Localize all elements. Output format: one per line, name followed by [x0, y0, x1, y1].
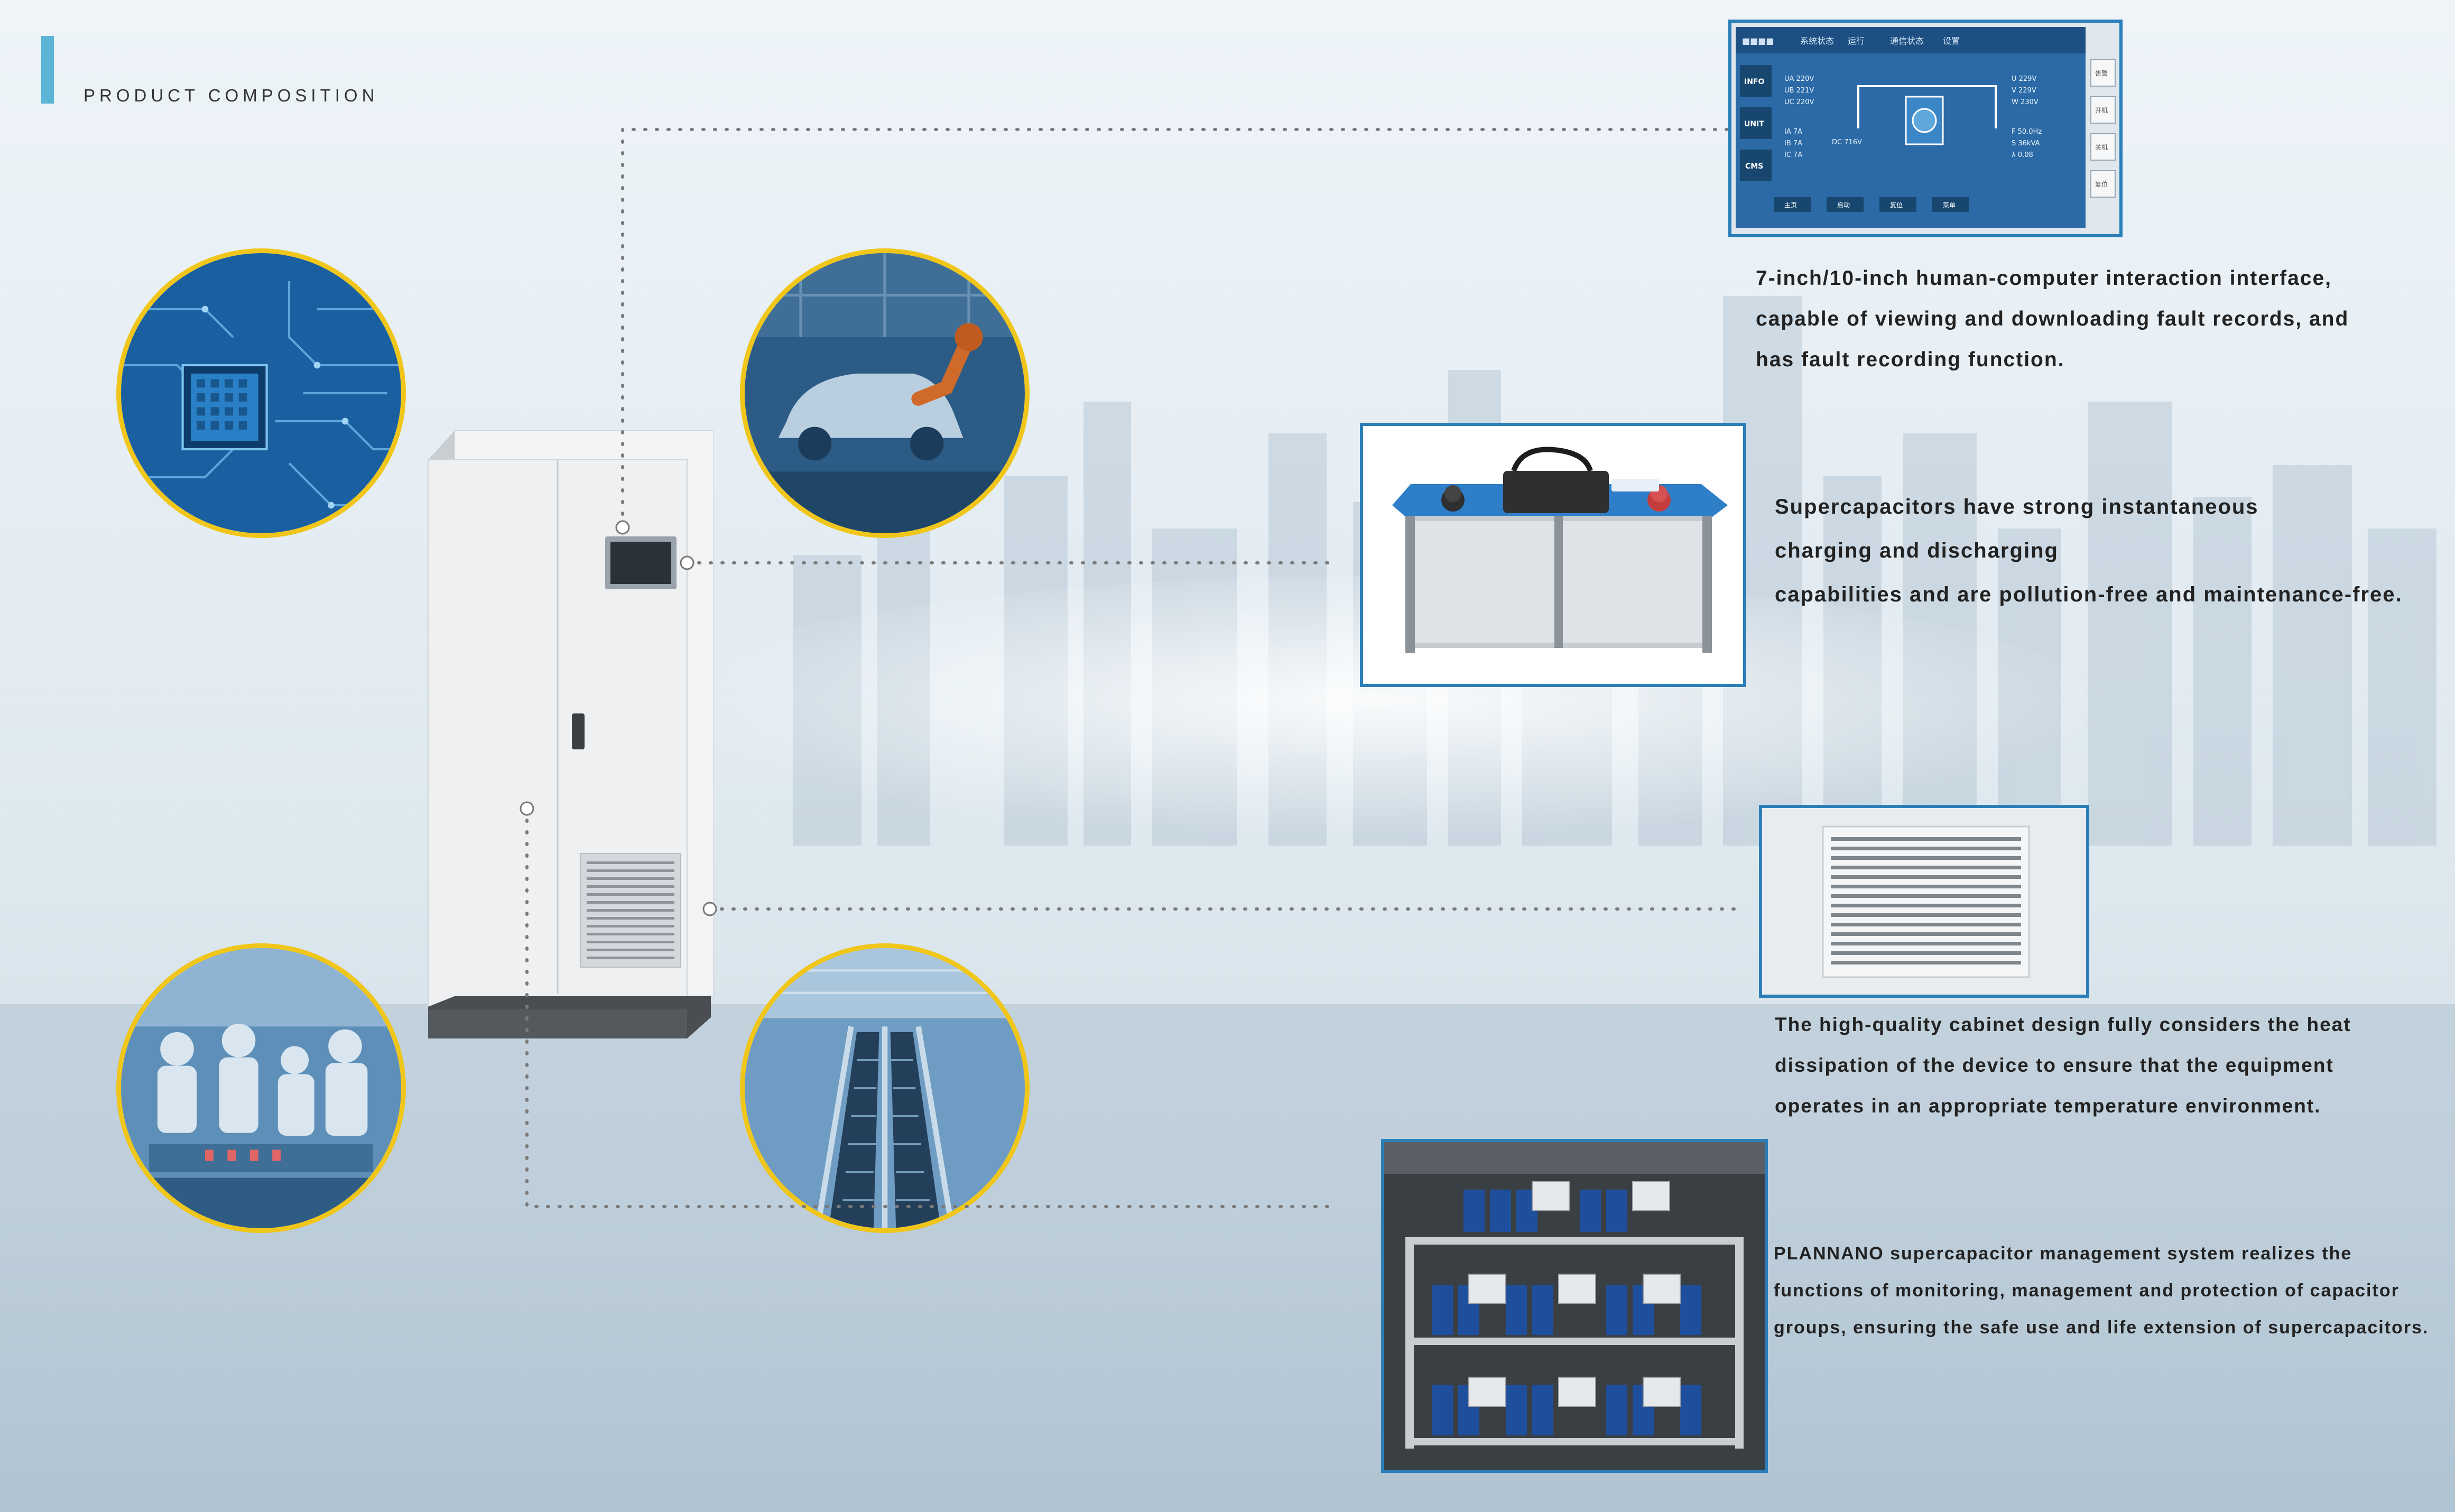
hmi-bottom-2[interactable]: 复位	[1890, 201, 1903, 209]
car-factory-robot-circle	[740, 248, 1030, 538]
hmi-nav-2[interactable]: 通信状态	[1890, 36, 1924, 46]
hmi-reading-ia: IA 7A	[1784, 128, 1802, 136]
capacitor-rack-image	[1381, 1139, 1768, 1473]
feature-hmi-line: has fault recording function.	[1756, 348, 2065, 371]
hmi-reading-f: F 50.0Hz	[2012, 128, 2042, 136]
feature-supercapacitor-line: capabilities and are pollution-free and …	[1775, 583, 2403, 606]
hmi-side-info[interactable]: INFO	[1744, 78, 1764, 86]
hmi-side-btn-3[interactable]: 复位	[2095, 180, 2108, 188]
escalator-circle	[740, 943, 1030, 1233]
feature-hmi-description: 7-inch/10-inch human-computer interactio…	[1756, 258, 2349, 380]
hmi-reading-dc: DC 716V	[1832, 138, 1862, 146]
hmi-bottom-0[interactable]: 主页	[1784, 201, 1797, 209]
header-accent-bar	[41, 36, 54, 104]
hmi-reading-ua: UA 220V	[1784, 75, 1814, 83]
supercapacitor-cabinet	[428, 430, 714, 1038]
hmi-reading-s: S 36kVA	[2012, 140, 2040, 147]
hmi-nav-0[interactable]: 系统状态	[1800, 36, 1834, 46]
hmi-bottom-1[interactable]: 启动	[1837, 201, 1850, 209]
feature-cabinet-line: The high-quality cabinet design fully co…	[1775, 1014, 2351, 1035]
hmi-side-cms[interactable]: CMS	[1745, 162, 1763, 171]
hmi-reading-uc: UC 220V	[1784, 98, 1814, 106]
hmi-reading-v: V 229V	[2012, 87, 2036, 95]
feature-management-line: functions of monitoring, management and …	[1774, 1281, 2400, 1301]
hmi-screen-image: ■■■■ 系统状态 运行 通信状态 设置 INFO UNIT CMS UA 22…	[1728, 20, 2123, 237]
hmi-reading-ic: IC 7A	[1784, 151, 1802, 159]
hmi-reading-w: W 230V	[2012, 98, 2039, 106]
hmi-reading-ub: UB 221V	[1784, 87, 1814, 95]
feature-hmi-line: capable of viewing and downloading fault…	[1756, 308, 2349, 330]
supercapacitor-module-image	[1360, 423, 1746, 687]
hmi-converter-icon	[1912, 108, 1937, 133]
feature-management-line: groups, ensuring the safe use and life e…	[1774, 1318, 2429, 1338]
cabinet-vent-image	[1759, 805, 2089, 998]
hmi-side-btn-2[interactable]: 关机	[2095, 144, 2108, 151]
hmi-bottom-3[interactable]: 菜单	[1943, 201, 1956, 209]
feature-hmi-line: 7-inch/10-inch human-computer interactio…	[1756, 267, 2332, 290]
hmi-side-unit[interactable]: UNIT	[1744, 120, 1764, 128]
circuit-board-circle	[116, 248, 406, 538]
hmi-side-btn-0[interactable]: 告警	[2095, 69, 2108, 77]
feature-management-system-description: PLANNANO supercapacitor management syste…	[1774, 1235, 2429, 1346]
hmi-side-btn-1[interactable]: 开机	[2095, 107, 2108, 114]
feature-cabinet-line: dissipation of the device to ensure that…	[1775, 1054, 2334, 1076]
feature-cabinet-description: The high-quality cabinet design fully co…	[1775, 1004, 2351, 1126]
hmi-nav-3[interactable]: 设置	[1943, 36, 1960, 46]
feature-cabinet-line: operates in an appropriate temperature e…	[1775, 1095, 2321, 1117]
hmi-flow-diagram	[1857, 85, 1997, 128]
hmi-reading-lambda: λ 0.08	[2012, 151, 2033, 159]
feature-supercapacitor-line: charging and discharging	[1775, 539, 2059, 562]
hmi-logo-text: ■■■■	[1742, 36, 1774, 46]
feature-supercapacitor-description: Supercapacitors have strong instantaneou…	[1775, 485, 2403, 617]
hmi-reading-u: U 229V	[2012, 75, 2036, 83]
feature-management-line: PLANNANO supercapacitor management syste…	[1774, 1244, 2352, 1264]
hmi-nav-1[interactable]: 运行	[1848, 36, 1865, 46]
feature-supercapacitor-line: Supercapacitors have strong instantaneou…	[1775, 495, 2259, 518]
page-title: PRODUCT COMPOSITION	[84, 86, 379, 105]
hmi-reading-ib: IB 7A	[1784, 140, 1802, 147]
robotics-lab-circle	[116, 943, 406, 1233]
